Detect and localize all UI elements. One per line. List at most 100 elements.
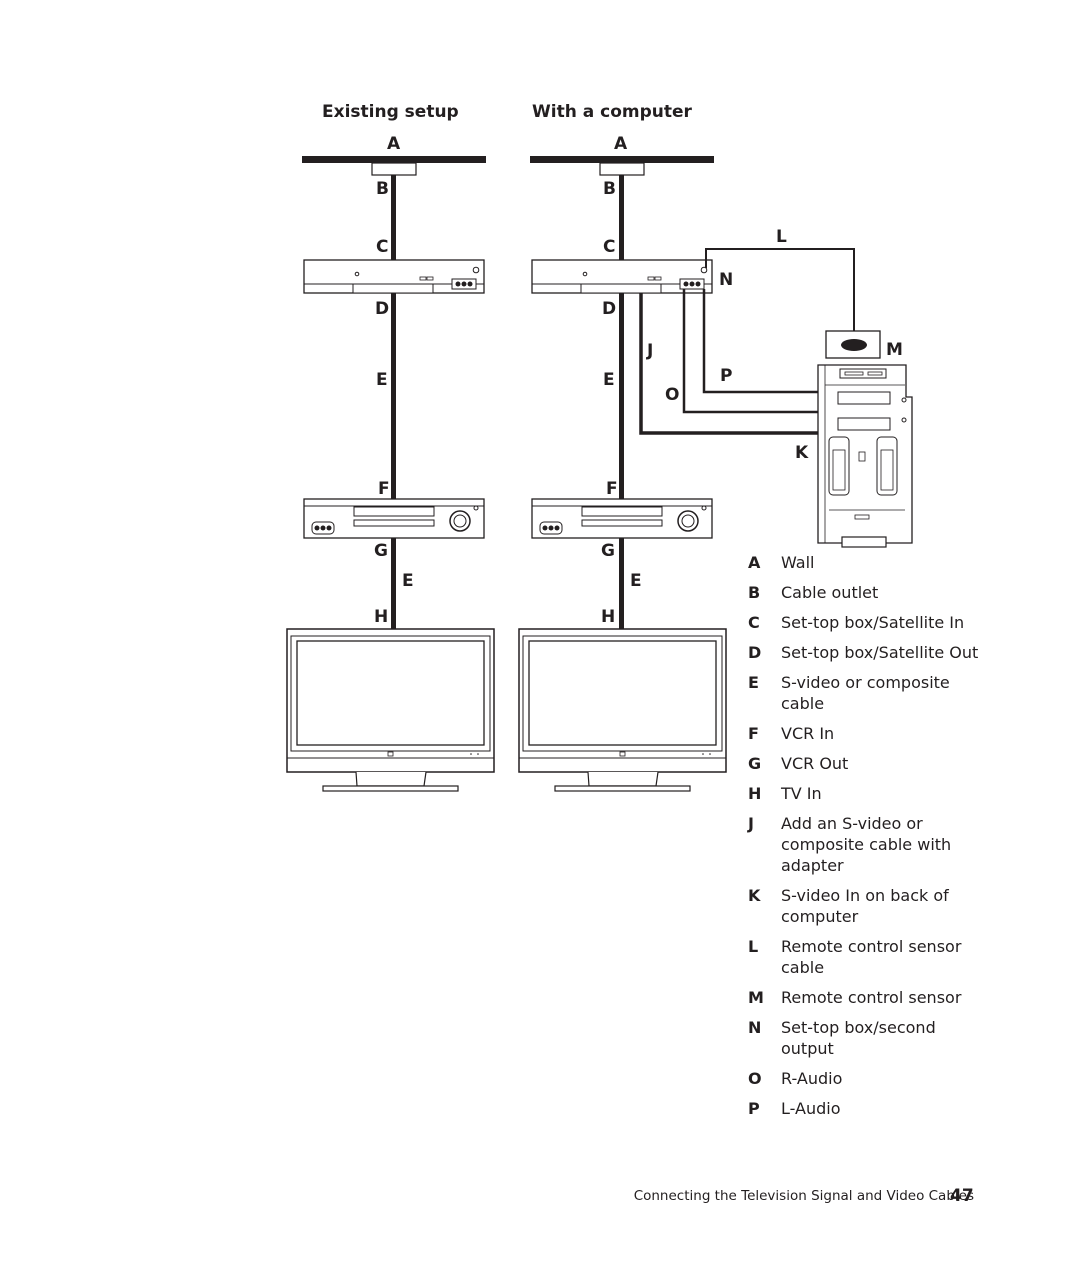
legend-text: Set-top box/Satellite In [781, 613, 965, 632]
r-audio-cable [682, 289, 818, 414]
label-a: A [387, 134, 401, 154]
cable-outlet [371, 162, 417, 176]
cable [619, 175, 624, 260]
legend-key: F [748, 724, 759, 743]
legend-key: A [748, 553, 761, 572]
cable [619, 293, 624, 499]
legend-text: Add an S-video or composite cable with a… [781, 814, 952, 875]
legend-key: G [748, 754, 762, 773]
footer-section-title: Connecting the Television Signal and Vid… [633, 1188, 974, 1204]
legend-text: S-video or composite cable [781, 673, 950, 713]
cable [391, 538, 396, 629]
legend-key: O [748, 1069, 762, 1088]
with-computer-title: With a computer [532, 102, 693, 122]
wall [302, 156, 486, 163]
legend-item: N Set-top box/second output [748, 1017, 1058, 1059]
label-d: D [602, 299, 616, 319]
computer-setup-diagram: A B C D E F G E H J O P N L M K [518, 134, 913, 792]
legend-text: VCR In [781, 724, 835, 743]
legend-item: M Remote control sensor [748, 987, 1058, 1008]
page-number: 47 [950, 1186, 974, 1206]
label-n: N [719, 270, 733, 290]
legend-key: B [748, 583, 761, 602]
label-f: F [606, 479, 618, 499]
label-h: H [601, 607, 615, 627]
legend-key: C [748, 613, 760, 632]
label-e: E [376, 370, 388, 390]
legend-item: C Set-top box/Satellite In [748, 612, 1058, 633]
label-h: H [374, 607, 388, 627]
legend-text: S-video In on back of computer [781, 886, 949, 926]
existing-setup-title: Existing setup [322, 102, 459, 122]
legend-text: L-Audio [781, 1099, 841, 1118]
label-e: E [402, 571, 414, 591]
label-a: A [614, 134, 628, 154]
legend-item: H TV In [748, 783, 1058, 804]
label-o: O [665, 385, 679, 405]
existing-setup-diagram: A B C D E F G E H [286, 134, 495, 792]
legend-item: P L-Audio [748, 1098, 1058, 1119]
legend-text: Remote control sensor cable [781, 937, 962, 977]
legend-key: K [748, 886, 761, 905]
legend-item: O R-Audio [748, 1068, 1058, 1089]
label-j: J [646, 341, 653, 361]
label-g: G [374, 541, 388, 561]
label-b: B [376, 179, 389, 199]
label-d: D [375, 299, 389, 319]
set-top-box [303, 259, 485, 294]
legend-item: E S-video or composite cable [748, 672, 1058, 714]
legend-key: J [748, 814, 754, 833]
television [518, 628, 727, 792]
legend-key: D [748, 643, 762, 662]
legend-text: R-Audio [781, 1069, 843, 1088]
label-b: B [603, 179, 616, 199]
label-g: G [601, 541, 615, 561]
legend-key: H [748, 784, 762, 803]
legend-text: Cable outlet [781, 583, 879, 602]
vcr [303, 498, 485, 539]
legend-key: M [748, 988, 764, 1007]
legend-item: F VCR In [748, 723, 1058, 744]
remote-sensor-cable [705, 248, 855, 338]
legend-key: E [748, 673, 759, 692]
legend-text: Wall [781, 553, 815, 572]
legend-item: K S-video In on back of computer [748, 885, 1058, 927]
cable [619, 538, 624, 629]
s-video-cable [639, 293, 818, 435]
legend-key: P [748, 1099, 760, 1118]
cable [391, 175, 396, 260]
legend-text: TV In [781, 784, 822, 803]
cable [391, 293, 396, 499]
legend-item: J Add an S-video or composite cable with … [748, 813, 1058, 876]
label-e: E [630, 571, 642, 591]
label-f: F [378, 479, 390, 499]
legend-key: N [748, 1018, 762, 1037]
legend-text: Remote control sensor [781, 988, 962, 1007]
label-l: L [776, 227, 787, 247]
legend-text: Set-top box/second output [781, 1018, 936, 1058]
legend-item: D Set-top box/Satellite Out [748, 642, 1058, 663]
television [286, 628, 495, 792]
label-m: M [886, 340, 903, 360]
remote-control-sensor [825, 330, 881, 359]
vcr [531, 498, 713, 539]
legend-text: VCR Out [781, 754, 849, 773]
legend-item: L Remote control sensor cable [748, 936, 1058, 978]
legend-text: Set-top box/Satellite Out [781, 643, 979, 662]
legend-item: A Wall [748, 552, 1058, 573]
legend-item: G VCR Out [748, 753, 1058, 774]
label-c: C [376, 237, 388, 257]
label-e: E [603, 370, 615, 390]
connection-diagram: Existing setup With a computer [286, 102, 913, 792]
computer-tower [817, 364, 913, 548]
label-p: P [720, 366, 732, 386]
l-audio-cable [702, 289, 818, 394]
wall [530, 156, 714, 163]
label-c: C [603, 237, 615, 257]
legend-key: L [748, 937, 759, 956]
legend-item: B Cable outlet [748, 582, 1058, 603]
label-k: K [795, 443, 809, 463]
set-top-box [531, 259, 713, 294]
cable-outlet [599, 162, 645, 176]
